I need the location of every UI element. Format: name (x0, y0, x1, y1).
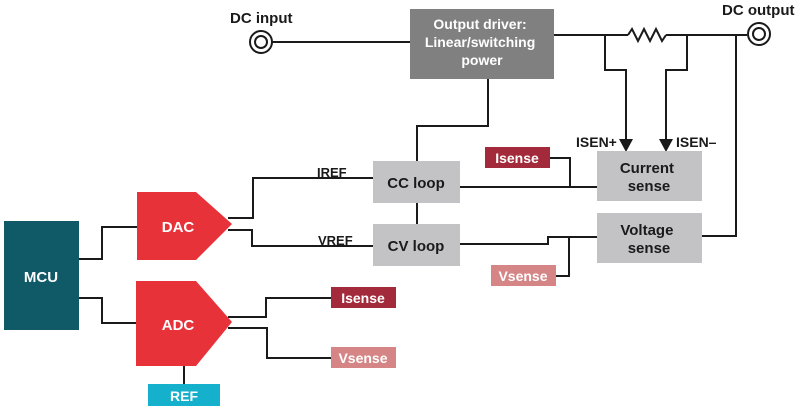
adc-label: ADC (162, 317, 195, 334)
cc-loop-block[interactable] (373, 161, 460, 203)
wire-isense-tag (550, 157, 571, 187)
output-driver-label: Output driver: Linear/switching power (425, 16, 539, 68)
iref-label: IREF (317, 165, 347, 180)
voltage-sense-label: Voltage sense (620, 222, 677, 257)
wire-isen-minus (665, 35, 688, 140)
wire-vref (228, 229, 373, 247)
voltage-sense-block[interactable] (597, 213, 702, 263)
mcu-block[interactable] (4, 221, 79, 330)
wire-isen-plus (604, 35, 627, 140)
wire-vsense-tag (556, 237, 570, 277)
vsense-tag-adc[interactable] (331, 347, 396, 368)
vsense-tag-mid-label: Vsense (498, 268, 547, 284)
cc-loop-label: CC loop (387, 175, 445, 192)
isen-minus-label: ISEN– (676, 134, 717, 150)
resistor-symbol (627, 26, 667, 44)
isen-minus-arrow-icon (659, 139, 673, 152)
ref-tag-label: REF (170, 388, 198, 404)
dc-output-terminal[interactable] (747, 22, 771, 46)
isense-tag-top-label: Isense (495, 150, 539, 166)
current-sense-block[interactable] (597, 151, 702, 201)
vref-label: VREF (318, 233, 353, 248)
cv-loop-block[interactable] (373, 224, 460, 266)
current-sense-label: Current sense (620, 160, 678, 195)
adc-block[interactable] (136, 281, 232, 366)
isense-tag-adc[interactable] (331, 287, 396, 308)
dc-output-label: DC output (722, 2, 794, 19)
isense-tag-top[interactable] (485, 147, 550, 168)
dc-input-terminal[interactable] (249, 30, 273, 54)
isen-plus-arrow-icon (619, 139, 633, 152)
wire-cvloop-voltagesense (460, 236, 597, 245)
wire-dcout-vsense (702, 35, 737, 237)
wire-mcu-dac (78, 226, 137, 260)
output-driver-block[interactable] (410, 9, 554, 79)
dc-input-label: DC input (230, 10, 292, 27)
isense-tag-adc-label: Isense (341, 290, 385, 306)
wire-adc-isense (228, 297, 331, 318)
vsense-tag-mid[interactable] (491, 265, 556, 286)
cv-loop-label: CV loop (388, 238, 445, 255)
mcu-label: MCU (24, 269, 58, 286)
wires (78, 26, 747, 385)
isen-plus-label: ISEN+ (576, 134, 617, 150)
wire-iref (228, 177, 373, 219)
wire-mcu-adc (78, 297, 137, 324)
dac-block[interactable] (137, 192, 232, 260)
ref-tag[interactable] (148, 384, 220, 406)
wire-adc-vsense (228, 327, 331, 359)
dac-label: DAC (162, 219, 195, 236)
wire-driver-ccloop (416, 78, 489, 162)
vsense-tag-adc-label: Vsense (338, 350, 387, 366)
